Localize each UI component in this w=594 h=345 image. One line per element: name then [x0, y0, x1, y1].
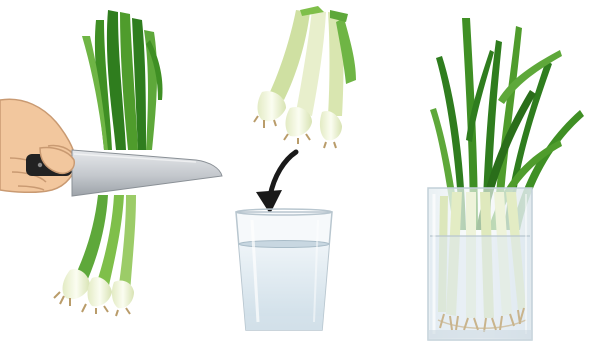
cut-scallions-panel	[0, 10, 222, 316]
hand-holding-knife	[0, 99, 76, 192]
arrow-down-icon	[256, 152, 296, 214]
scallion-stalks-bottom	[54, 195, 136, 316]
scallion-root-ends	[254, 6, 356, 148]
scallion-leaves-top	[82, 10, 163, 150]
place-roots-in-water-panel	[236, 6, 356, 330]
water-glass	[236, 209, 332, 330]
vase-icon	[428, 188, 532, 340]
regrown-scallions-panel	[428, 18, 584, 340]
